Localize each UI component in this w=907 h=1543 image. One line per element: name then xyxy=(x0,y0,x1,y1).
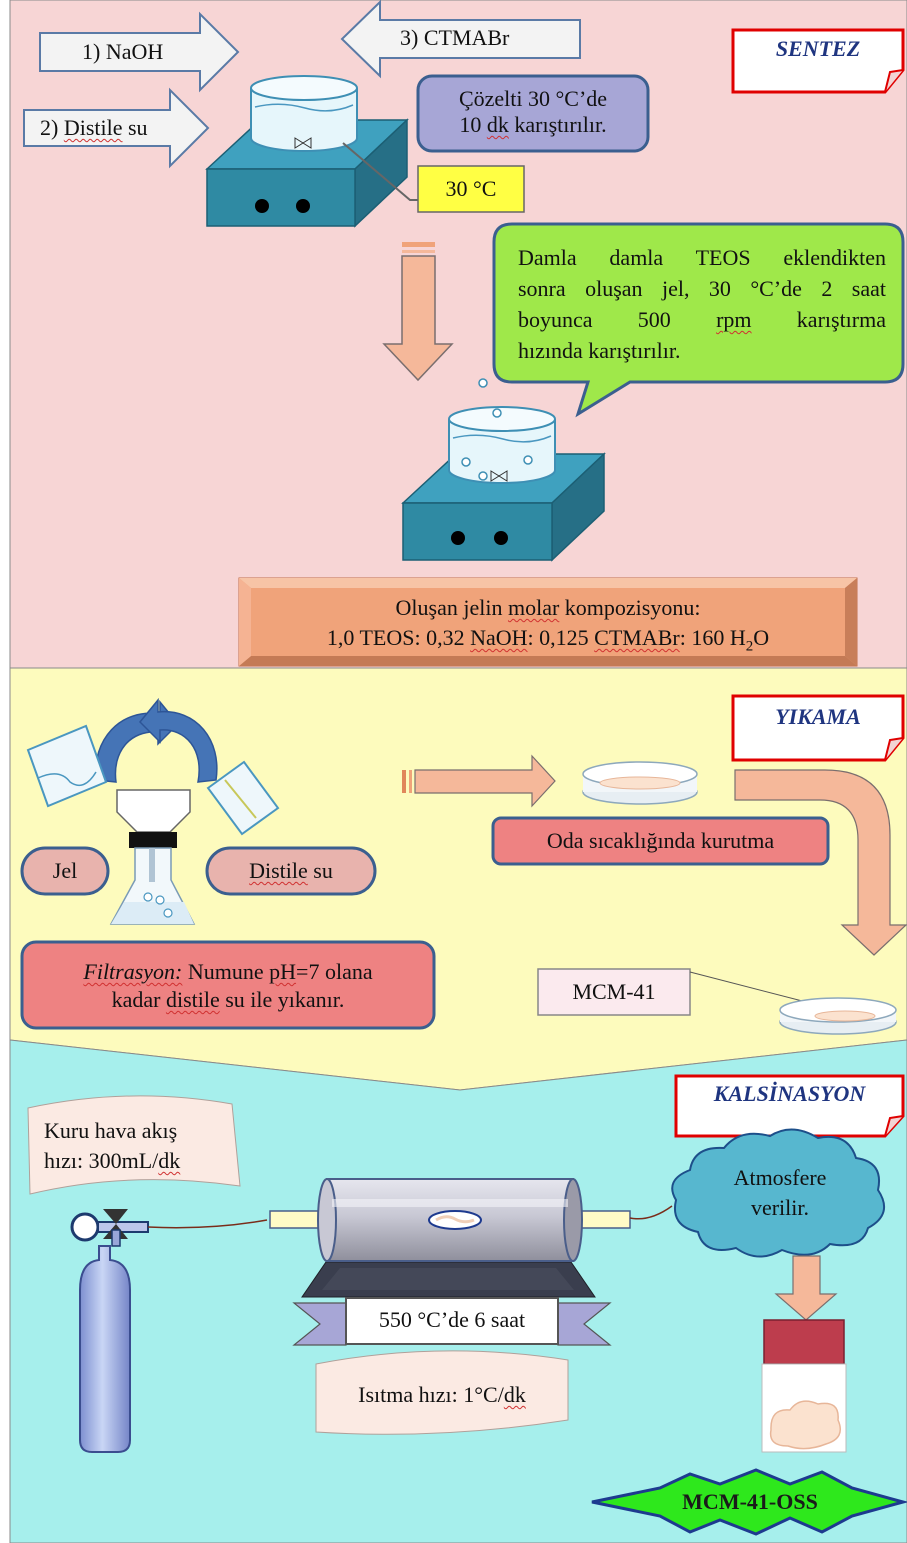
sentez-label: SENTEZ xyxy=(775,36,861,61)
air-flow-text: Kuru hava akış hızı: 300mL/dk xyxy=(44,1118,181,1173)
beaker-jel xyxy=(26,724,108,808)
mcm41-label-box xyxy=(537,968,691,1016)
composition-text: Oluşan jelin molar kompozisyonu: 1,0 TEO… xyxy=(326,595,770,655)
ctmabr-arrow xyxy=(340,0,581,79)
right-arrow-to-drying xyxy=(402,754,556,808)
heating-rate-text: Isıtma hızı: 1°C/dk xyxy=(358,1382,526,1407)
final-product-star xyxy=(591,1468,907,1536)
pour-arrows xyxy=(94,697,218,783)
petri-dish-drying xyxy=(582,761,698,805)
stir-note-text: Çözelti 30 °C’de 10 dk karıştırılır. xyxy=(458,86,608,137)
sentez-badge xyxy=(731,28,905,94)
atmosphere-text: Atmosfere verilir. xyxy=(733,1165,827,1220)
temp-label: 30 °C xyxy=(445,176,497,201)
air-flow-scroll xyxy=(27,1095,241,1195)
beaker-distile-su xyxy=(206,760,280,836)
composition-box xyxy=(238,577,858,667)
filtration-text: Filtrasyon: Numune pH=7 olana kadar dist… xyxy=(83,959,373,1012)
temp-label-box xyxy=(417,165,525,213)
drying-box xyxy=(491,816,830,866)
down-arrow-1 xyxy=(382,242,488,388)
yikama-label: YIKAMA xyxy=(775,704,861,729)
down-arrow-3 xyxy=(774,1255,838,1321)
petri-dish-product xyxy=(779,997,897,1035)
jel-label: Jel xyxy=(52,858,78,883)
magnetic-stirrer-2 xyxy=(401,406,606,562)
gas-line-out xyxy=(629,1205,673,1220)
kalsinasyon-label: KALSİNASYON xyxy=(713,1081,866,1106)
heating-rate-scroll xyxy=(315,1350,569,1435)
mcm41-label: MCM-41 xyxy=(572,979,656,1004)
tube-furnace xyxy=(269,1178,631,1298)
curved-arrow-down xyxy=(734,769,907,956)
kalsinasyon-badge xyxy=(674,1074,905,1138)
distile-label: Distile su xyxy=(249,858,333,883)
naoh-arrow-label: 1) NaOH xyxy=(82,39,164,64)
ctmabr-arrow-label: 3) CTMABr xyxy=(400,25,510,50)
teos-note-text: Damla damla TEOS eklendikten sonra oluşa… xyxy=(518,245,886,363)
drying-label: Oda sıcaklığında kurutma xyxy=(546,828,775,853)
calcination-condition: 550 °C’de 6 saat xyxy=(378,1307,526,1332)
filtration-flask xyxy=(109,789,196,925)
atmosphere-cloud xyxy=(671,1128,886,1258)
teos-note-bubble xyxy=(492,222,905,418)
gas-line-in xyxy=(147,1219,268,1229)
jel-pill-shape xyxy=(20,846,110,896)
product-jar xyxy=(761,1319,847,1453)
condition-ribbon xyxy=(292,1297,612,1346)
distile-pill-shape xyxy=(205,846,377,896)
yikama-badge xyxy=(731,694,905,762)
final-product-label: MCM-41-OSS xyxy=(682,1489,818,1514)
distile-arrow-label: 2) Distile su xyxy=(40,115,148,140)
filtration-box xyxy=(20,940,436,1030)
magnetic-stirrer-1 xyxy=(205,75,418,228)
stir-note-box xyxy=(416,74,650,153)
naoh-arrow xyxy=(39,11,240,93)
gas-cylinder xyxy=(70,1209,149,1453)
distile-arrow xyxy=(23,87,210,169)
